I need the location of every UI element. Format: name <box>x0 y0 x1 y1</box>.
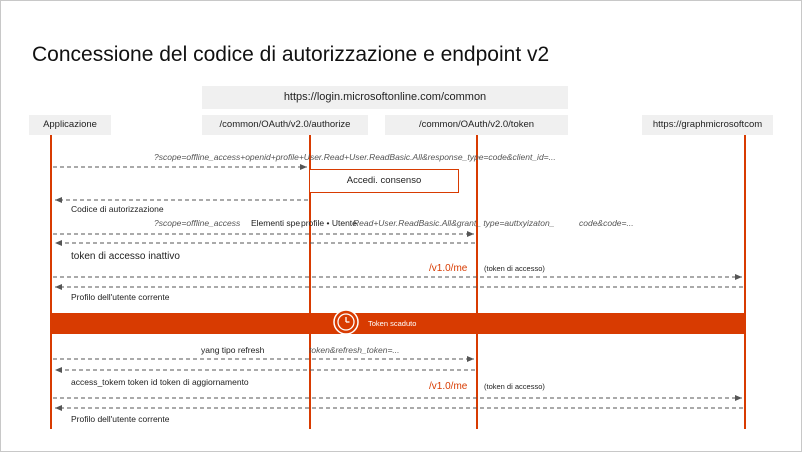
token-expired-label: Token scaduto <box>368 319 417 328</box>
authorize-request-text: ?scope=offline_access+openid+profile+Use… <box>154 152 556 162</box>
token-expired-band <box>52 313 744 334</box>
page-title: Concessione del codice di autorizzazione… <box>32 43 550 66</box>
graph-me-url-2: /v1.0/me <box>429 381 468 392</box>
profile-label: Profilo dell'utente corrente <box>71 292 170 302</box>
refresh-token-text: token&refresh_token=... <box>309 345 400 355</box>
token-request-text-5: code&code=... <box>579 218 634 228</box>
lane-authorize: /common/OAuth/v2.0/authorize <box>202 115 368 135</box>
graph-me-note-2: (token di accesso) <box>484 382 545 391</box>
graph-me-url: /v1.0/me <box>429 263 468 274</box>
token-request-text-1: ?scope=offline_access <box>154 218 241 228</box>
refresh-type-label: yang tipo refresh <box>201 345 265 355</box>
lane-graph: https://graphmicrosoftcom <box>642 115 773 135</box>
refresh-response-label: access_tokem token id token di aggiornam… <box>71 377 249 387</box>
graph-me-note: (token di accesso) <box>484 264 545 273</box>
lane-token: /common/OAuth/v2.0/token <box>385 115 568 135</box>
token-request-text-4: Read+User.ReadBasic.All&grant_ type=autt… <box>353 218 555 228</box>
consent-box: Accedi. consenso <box>309 169 459 193</box>
auth-code-label: Codice di autorizzazione <box>71 204 164 214</box>
token-request-text-3: profile • Utente <box>301 218 357 228</box>
lane-app: Applicazione <box>29 115 111 135</box>
profile-label-2: Profilo dell'utente corrente <box>71 414 170 424</box>
clock-icon <box>333 309 359 335</box>
host-label: https://login.microsoftonline.com/common <box>202 86 568 109</box>
token-request-text-2: Elementi spe <box>251 218 301 228</box>
access-token-label: token di accesso inattivo <box>71 251 180 262</box>
